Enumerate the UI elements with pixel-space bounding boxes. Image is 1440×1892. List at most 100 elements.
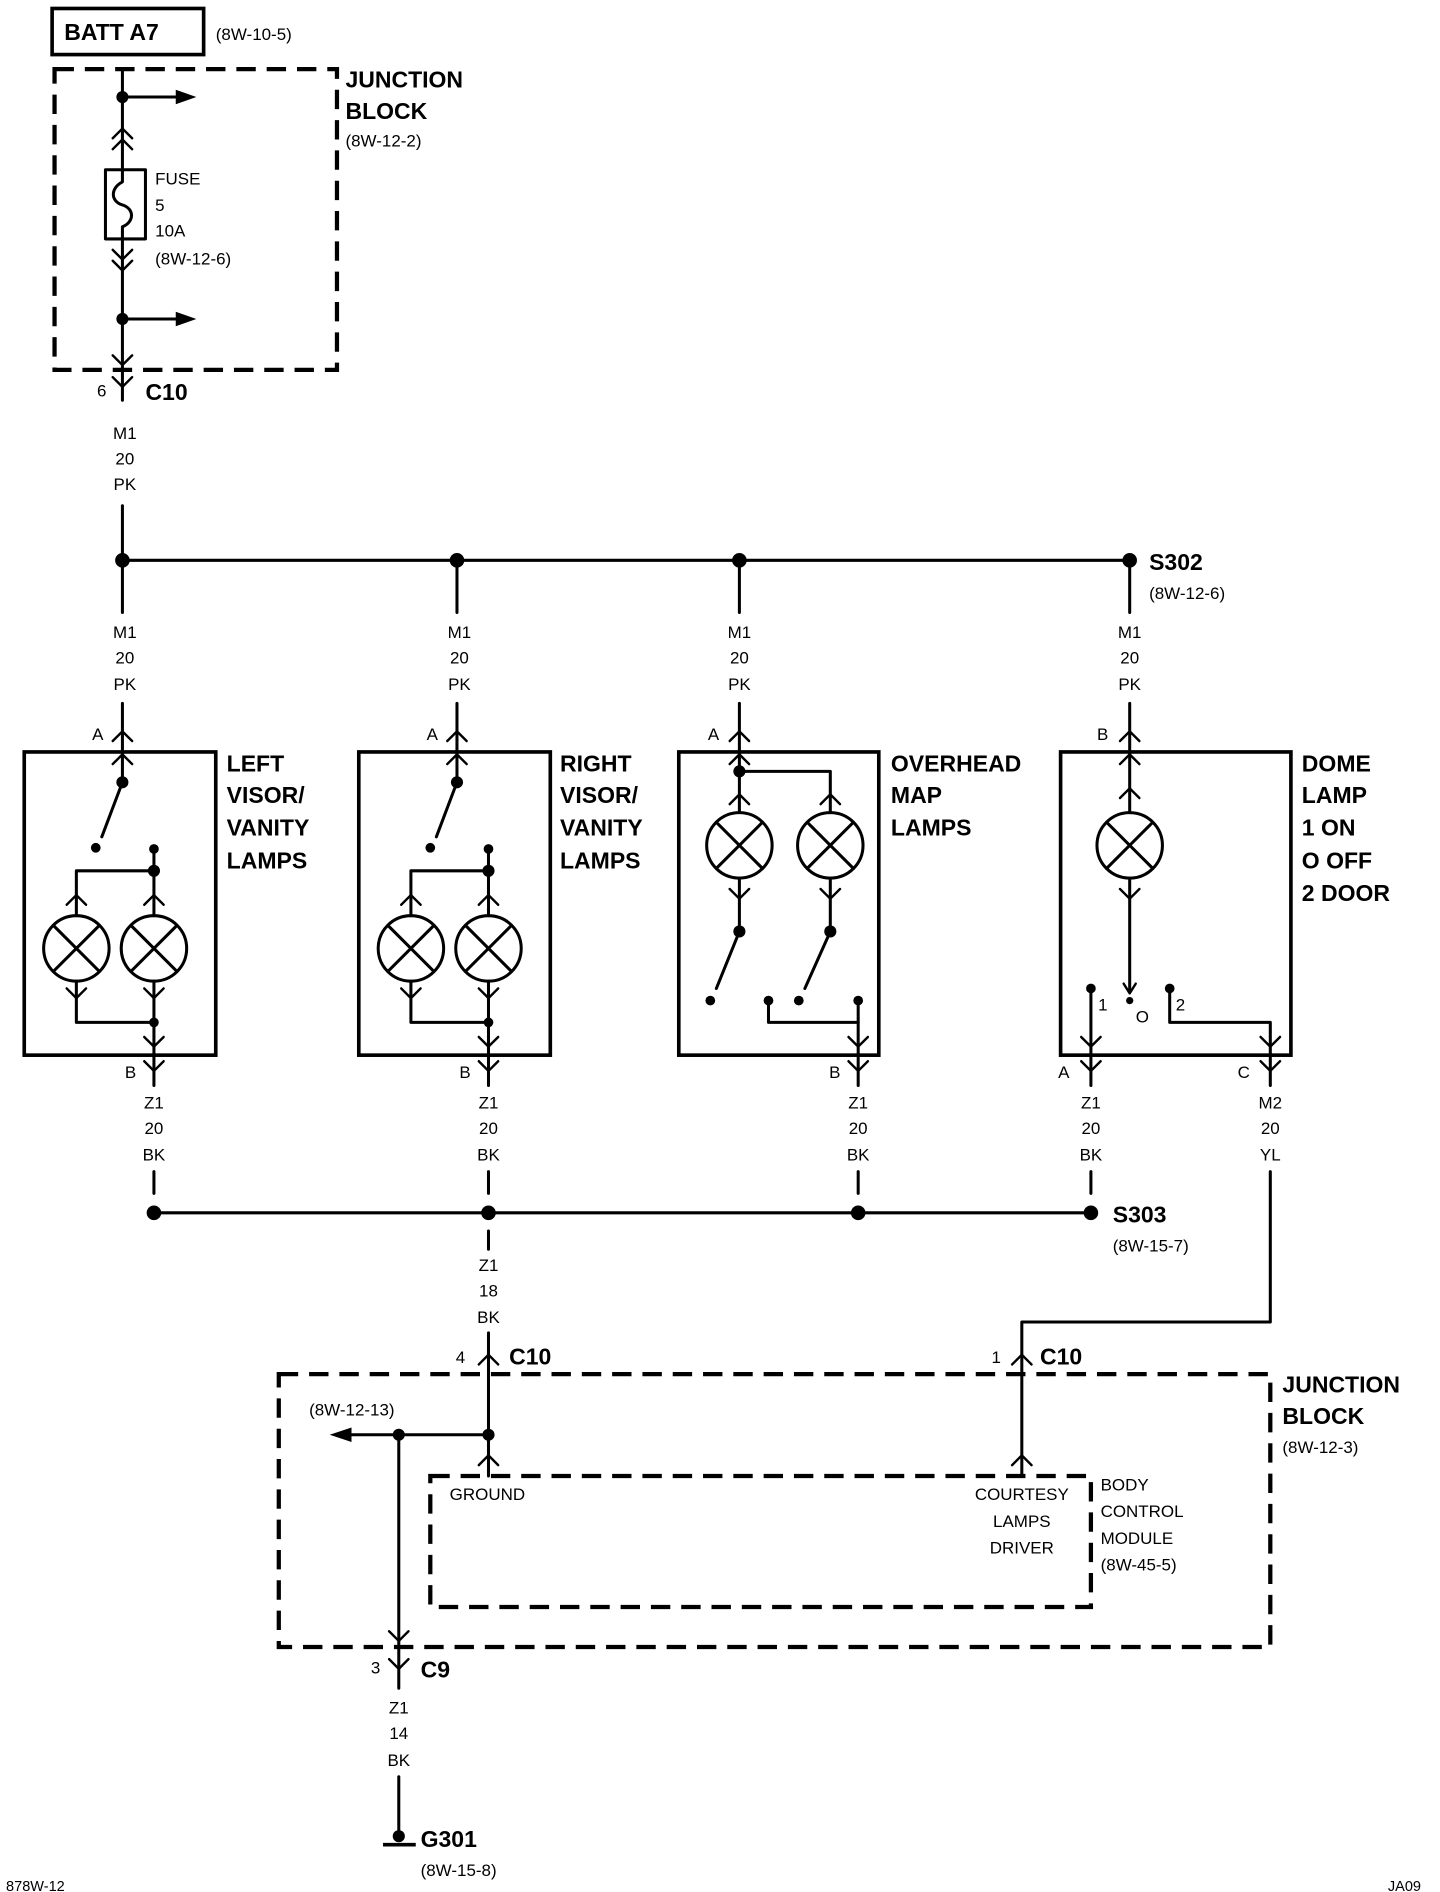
offpage-arrow-icon bbox=[120, 89, 197, 105]
junction-block-bottom-outline bbox=[276, 1372, 1273, 1650]
component-title-2: VISOR/ bbox=[560, 782, 639, 808]
wire-circuit: Z1 bbox=[479, 1256, 499, 1275]
connector-icon bbox=[477, 1060, 500, 1073]
fuse-number: 5 bbox=[155, 196, 164, 215]
connector-icon bbox=[847, 1060, 870, 1073]
bcm-ref: (8W-45-5) bbox=[1101, 1556, 1177, 1575]
ground-name: G301 bbox=[421, 1826, 477, 1852]
connector-icon bbox=[111, 248, 134, 272]
wire-color: BK bbox=[847, 1146, 870, 1165]
fuse-rating: 10A bbox=[155, 221, 186, 240]
splice-dot bbox=[483, 1017, 494, 1028]
body-control-module: GROUND COURTESY LAMPS DRIVER BODY CONTRO… bbox=[428, 1473, 1184, 1610]
fuse-icon bbox=[103, 168, 147, 241]
connector-icon bbox=[111, 127, 134, 151]
wire-circuit: M1 bbox=[448, 623, 472, 642]
ground-branches: Z1 20 BK Z1 20 BK Z1 20 BK Z1 20 BK bbox=[143, 1094, 1103, 1195]
connector-c10-feed: 6 C10 bbox=[97, 375, 188, 405]
component-title-4: LAMPS bbox=[560, 847, 641, 873]
ground-trunk-wire: Z1 18 BK bbox=[477, 1229, 500, 1478]
wire-gauge: 20 bbox=[1261, 1119, 1280, 1138]
connector-name: C10 bbox=[1040, 1343, 1082, 1369]
wire-gauge: 20 bbox=[730, 648, 749, 667]
fuse-ref: (8W-12-6) bbox=[155, 249, 231, 268]
connector-icon bbox=[1118, 787, 1141, 800]
connector-icon bbox=[1010, 1454, 1033, 1467]
connector-icon bbox=[728, 793, 751, 806]
wire-color: BK bbox=[477, 1308, 500, 1327]
wire-color: YL bbox=[1260, 1146, 1281, 1165]
switch-arrow-icon bbox=[1122, 982, 1137, 995]
component-title-1: DOME bbox=[1302, 750, 1371, 776]
bcm-ground-label: GROUND bbox=[450, 1485, 525, 1504]
connector-icon bbox=[387, 1657, 410, 1671]
connector-pin: C bbox=[1238, 1063, 1250, 1082]
connector-name: C10 bbox=[509, 1343, 551, 1369]
connector-name: C10 bbox=[145, 379, 187, 405]
connector-pin: B bbox=[125, 1063, 136, 1082]
connector-pin: A bbox=[708, 725, 720, 744]
connector-icon bbox=[728, 753, 751, 766]
connector-icon bbox=[477, 893, 500, 906]
wire-color: BK bbox=[477, 1146, 500, 1165]
wire-color: BK bbox=[387, 1751, 410, 1770]
ground-wire: Z1 14 BK bbox=[387, 1699, 411, 1833]
offpage-ref: (8W-12-13) bbox=[309, 1400, 394, 1419]
connector-icon bbox=[1118, 887, 1141, 900]
wire-segment bbox=[1020, 1170, 1272, 1478]
bcm-courtesy-label-1: COURTESY bbox=[975, 1485, 1069, 1504]
component-title-3: VANITY bbox=[560, 815, 643, 841]
battery-box bbox=[50, 6, 206, 57]
bcm-title-1: BODY bbox=[1101, 1476, 1149, 1495]
left-visor-vanity-lamps: LEFT VISOR/ VANITY LAMPS bbox=[22, 750, 310, 1087]
lamp-icon bbox=[454, 914, 523, 983]
visor-lamp-circuit bbox=[42, 750, 189, 1087]
component-title-1: RIGHT bbox=[560, 750, 632, 776]
connector-icon bbox=[728, 887, 751, 900]
footer-left-code: 878W-12 bbox=[6, 1879, 65, 1892]
connector-icon bbox=[1010, 1353, 1033, 1366]
connector-icon bbox=[1259, 1060, 1282, 1073]
connector-icon bbox=[65, 893, 88, 906]
component-title-5: 2 DOOR bbox=[1302, 880, 1391, 906]
dome-lamp-circuit bbox=[1080, 750, 1282, 1087]
component-title-4: LAMPS bbox=[227, 847, 308, 873]
splice-dot bbox=[481, 1205, 496, 1221]
connector-icon bbox=[477, 1454, 500, 1467]
pin-arrow-icon bbox=[477, 1035, 500, 1048]
connector-icon bbox=[65, 987, 88, 1000]
junction-block-bottom: JUNCTION BLOCK (8W-12-3) (8W-12-13) GROU… bbox=[276, 1371, 1400, 1690]
wire-gauge: 20 bbox=[450, 648, 469, 667]
splice-dot bbox=[1083, 1205, 1099, 1221]
junction-block-top-title-1: JUNCTION bbox=[345, 66, 463, 92]
ground-ref: (8W-15-8) bbox=[421, 1861, 497, 1880]
connector-pin: 6 bbox=[97, 382, 106, 401]
connector-pin: B bbox=[459, 1063, 470, 1082]
bcm-courtesy-label-2: LAMPS bbox=[993, 1512, 1051, 1531]
splice-s302-bus: S302 (8W-12-6) bbox=[115, 549, 1225, 603]
wire-gauge: 20 bbox=[1120, 648, 1139, 667]
junction-block-top-title-2: BLOCK bbox=[345, 98, 427, 124]
connector-pin: 3 bbox=[371, 1659, 380, 1678]
connector-pin: 4 bbox=[456, 1348, 465, 1367]
feed-branch-overhead: M1 20 PK A bbox=[708, 558, 751, 773]
connector-c9: 3 C9 bbox=[371, 1656, 450, 1682]
splice-dot bbox=[482, 1428, 495, 1441]
feed-branch-right-visor: M1 20 PK A bbox=[427, 558, 472, 784]
splice-ref: (8W-12-6) bbox=[1149, 584, 1225, 603]
connector-icon bbox=[400, 893, 422, 906]
component-title-2: LAMP bbox=[1302, 782, 1367, 808]
connector-icon bbox=[400, 987, 422, 1000]
wire-circuit: Z1 bbox=[389, 1699, 409, 1718]
junction-block-top-outline bbox=[52, 67, 340, 373]
dome-lamp: DOME LAMP 1 ON O OFF 2 DOOR bbox=[1058, 750, 1391, 1087]
junction-block-bottom-title-2: BLOCK bbox=[1282, 1403, 1364, 1429]
connector-icon bbox=[111, 375, 134, 389]
connector-icon bbox=[1080, 1060, 1102, 1073]
connector-icon bbox=[143, 893, 165, 906]
wire-circuit: M1 bbox=[113, 424, 137, 443]
wire-gauge: 18 bbox=[479, 1282, 498, 1301]
component-title-3: VANITY bbox=[227, 815, 310, 841]
component-title-3: 1 ON bbox=[1302, 815, 1356, 841]
connector-icon bbox=[477, 1353, 500, 1366]
